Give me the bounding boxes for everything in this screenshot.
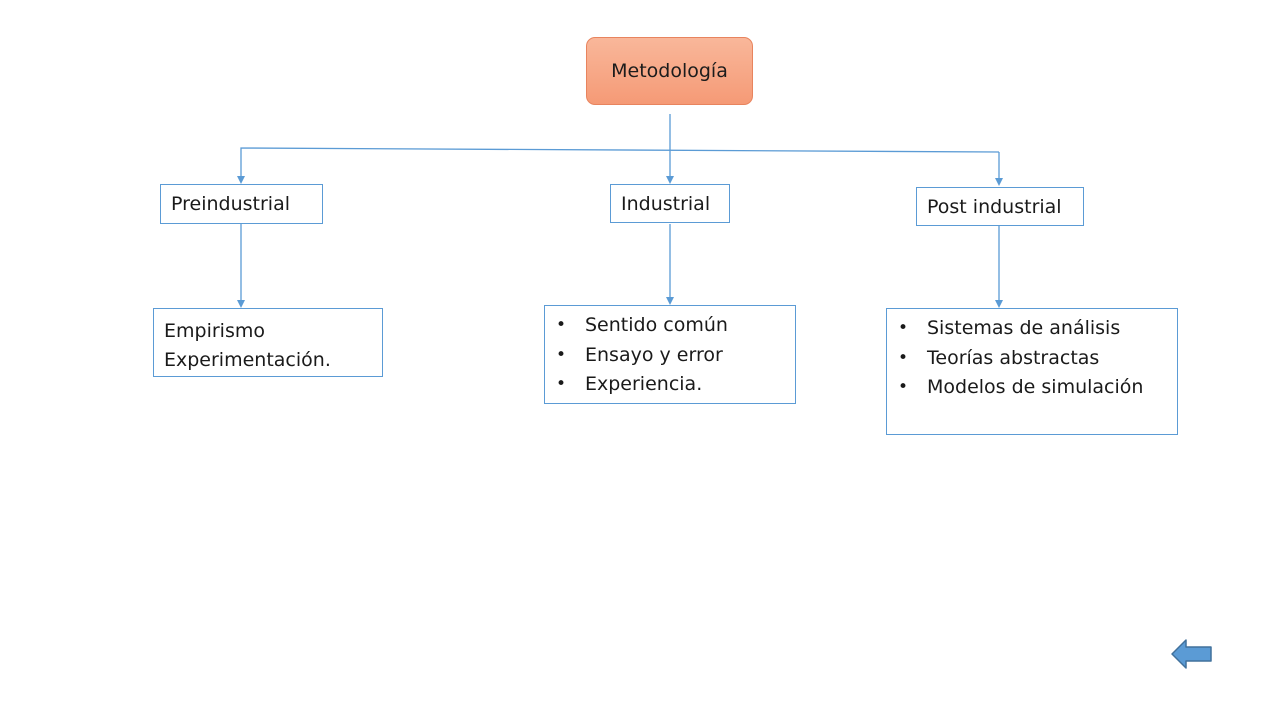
detail-box-industrial: Sentido común Ensayo y error Experiencia…	[544, 305, 796, 404]
detail-box-postindustrial: Sistemas de análisis Teorías abstractas …	[886, 308, 1178, 435]
detail-item: Ensayo y error	[556, 341, 795, 371]
category-label: Industrial	[621, 192, 711, 215]
category-label: Preindustrial	[171, 193, 290, 215]
root-node: Metodología	[586, 37, 753, 105]
back-button[interactable]	[1171, 638, 1213, 670]
detail-item: Teorías abstractas	[898, 344, 1177, 374]
detail-item: Modelos de simulación	[898, 373, 1177, 403]
connector-root-preindustrial	[237, 147, 1000, 184]
left-arrow-icon	[1171, 639, 1212, 669]
detail-item: Sistemas de análisis	[898, 314, 1177, 344]
root-label: Metodología	[611, 60, 728, 82]
detail-item: Empirismo	[164, 320, 265, 342]
category-node-preindustrial: Preindustrial	[160, 184, 323, 224]
category-label: Post industrial	[927, 195, 1062, 218]
detail-box-preindustrial: Empirismo Experimentación.	[153, 308, 383, 377]
detail-item: Sentido común	[556, 311, 795, 341]
detail-item: Experimentación.	[164, 349, 331, 371]
category-node-industrial: Industrial	[610, 184, 730, 223]
detail-item: Experiencia.	[556, 370, 795, 400]
category-node-postindustrial: Post industrial	[916, 187, 1084, 226]
